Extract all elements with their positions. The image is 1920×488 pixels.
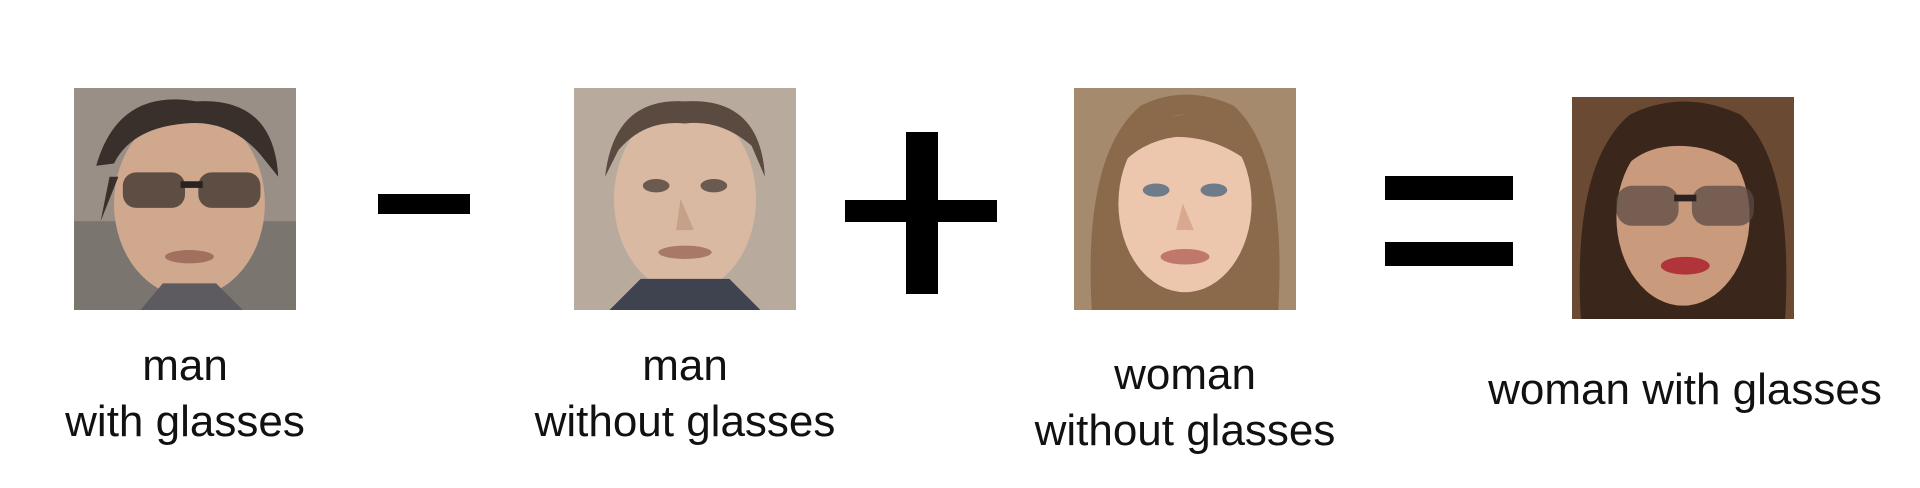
caption-line: without glasses [1034,406,1336,455]
equals-operator-lower-bar [1385,242,1513,266]
man-with-glasses-photo-icon [74,88,296,310]
caption-line: with glasses [65,397,305,446]
term-caption-woman-with-glasses: woman with glasses [1455,362,1915,418]
man-without-glasses-photo-icon [574,88,796,310]
woman-without-glasses-photo-icon [1074,88,1296,310]
minus-operator-icon [378,194,470,214]
woman-with-glasses-photo-icon [1572,96,1794,320]
caption-line: without glasses [534,397,836,446]
caption-line: woman with glasses [1488,365,1882,414]
caption-line: woman [1114,350,1256,399]
caption-line: man [142,341,228,390]
term-caption-woman-without-glasses: woman without glasses [1015,347,1355,459]
plus-operator-icon [906,132,938,294]
term-caption-man-without-glasses: man without glasses [520,338,850,450]
equals-operator-icon [1385,176,1513,200]
caption-line: man [642,341,728,390]
term-caption-man-with-glasses: man with glasses [55,338,315,450]
